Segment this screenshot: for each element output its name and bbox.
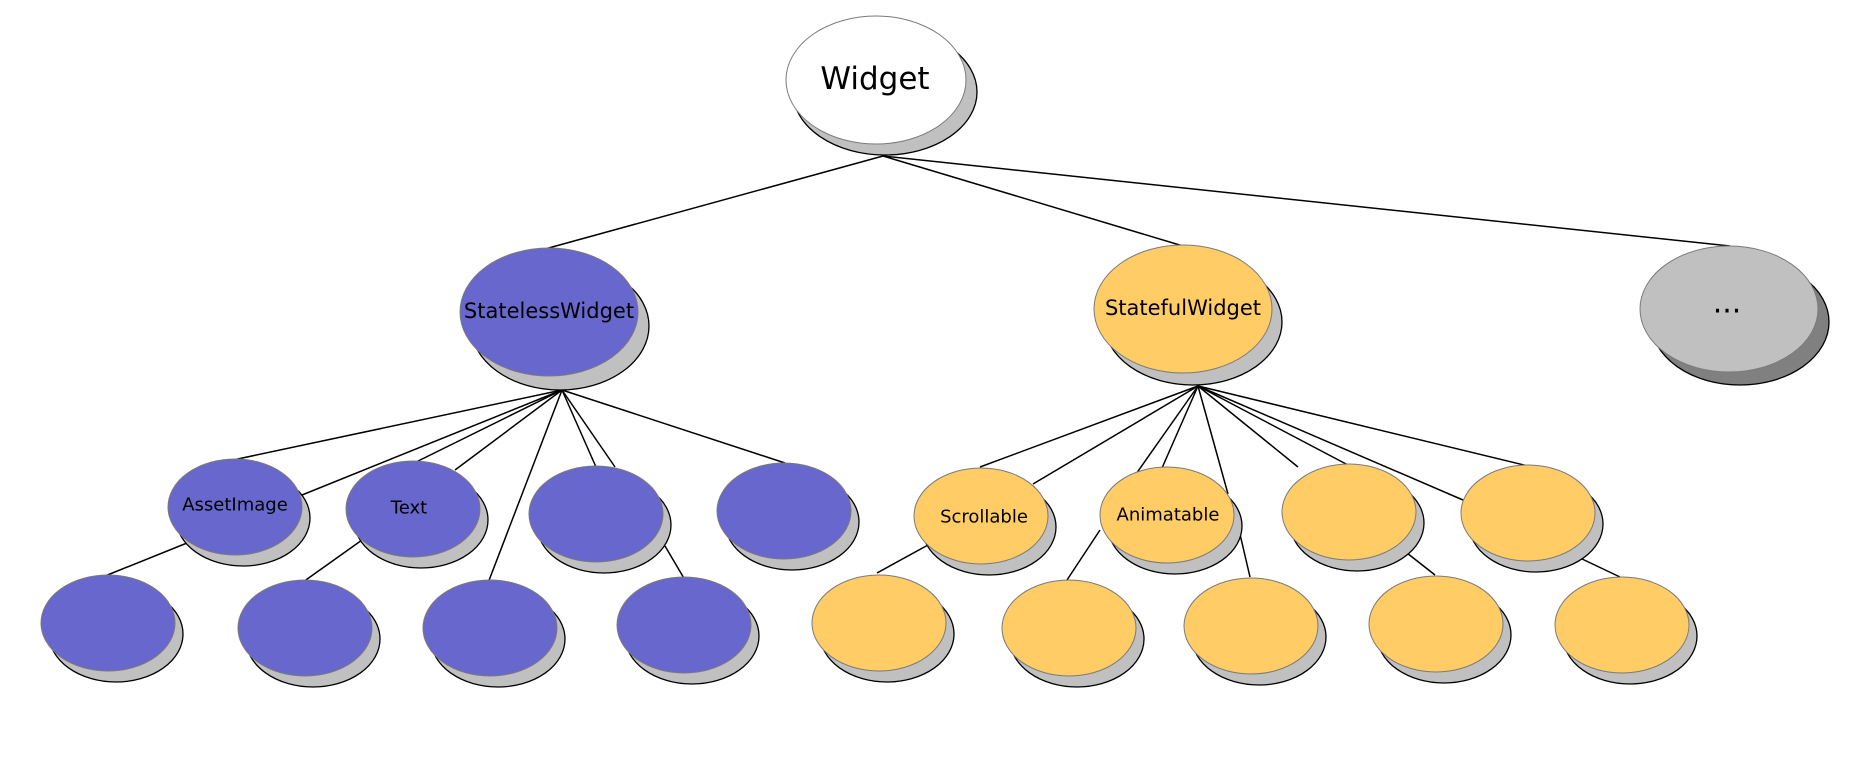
edge-stateful-orange-l4	[1197, 385, 1464, 501]
edges	[104, 155, 1731, 584]
edge-widget-stateful	[882, 155, 1184, 247]
node-stateful-grandchild-1	[811, 574, 955, 683]
node-stateless-grandchild-3-face	[422, 579, 558, 677]
edge-stateful-orange-l3-2	[1197, 385, 1349, 466]
node-stateful-widget-face	[1093, 244, 1273, 374]
node-scrollable: Scrollable	[913, 467, 1057, 576]
edge-stateless-blue-l4	[561, 389, 786, 464]
edge-scrollable-orange-bottom-1	[876, 544, 929, 574]
node-asset-image-face	[167, 458, 303, 556]
node-stateless-grandchild-1	[40, 574, 184, 683]
node-stateful-grandchild-3-face	[1183, 577, 1319, 675]
node-stateless-widget-label: StatelessWidget	[464, 299, 634, 323]
node-text: Text	[345, 460, 489, 569]
edge-stateless-blue-l2	[454, 389, 563, 471]
node-asset-image: AssetImage	[167, 458, 311, 567]
edge-stateless-blue-l3b	[561, 389, 616, 468]
node-stateful-grandchild-2-face	[1001, 579, 1137, 677]
node-animatable-label: Animatable	[1117, 505, 1220, 526]
edge-orange-l4-orange-bottom-5	[1579, 557, 1621, 578]
node-stateless-widget: StatelessWidget	[459, 247, 650, 391]
edge-stateless-blue-l3a	[561, 389, 597, 468]
node-stateful-child-4	[1460, 464, 1604, 573]
node-text-label: Text	[390, 498, 427, 519]
node-stateless-grandchild-2-face	[237, 579, 373, 677]
edge-stateful-animatable-3	[1197, 385, 1229, 495]
node-asset-image-label: AssetImage	[182, 495, 288, 516]
node-stateless-widget-face	[459, 247, 639, 377]
node-scrollable-label: Scrollable	[940, 507, 1028, 528]
node-stateful-child-4-face	[1460, 464, 1596, 562]
edge-widget-more	[882, 155, 1731, 247]
node-stateless-child-4-face	[716, 462, 852, 560]
node-stateful-grandchild-3	[1183, 577, 1327, 686]
edge-stateless-blue-bottom-3	[487, 389, 563, 584]
node-stateless-grandchild-2	[237, 579, 381, 688]
node-stateless-grandchild-4	[616, 576, 760, 685]
edge-blue-l3-blue-bottom-4	[664, 545, 686, 581]
node-stateful-widget-label: StatefulWidget	[1105, 296, 1261, 320]
edge-widget-stateless	[544, 155, 884, 250]
node-stateless-child-3	[528, 465, 672, 574]
node-stateless-grandchild-1-face	[40, 574, 176, 672]
edge-animatable-orange-bottom-3	[1238, 529, 1251, 578]
edge-stateful-animatable-2	[1161, 385, 1199, 469]
node-stateful-child-3-face	[1281, 463, 1417, 561]
edge-stateless-blue-l1	[301, 389, 563, 496]
node-more: ...	[1639, 245, 1830, 386]
edge-assetimage-blue-bottom-1	[104, 542, 188, 577]
node-stateful-widget: StatefulWidget	[1093, 244, 1283, 386]
node-stateful-grandchild-5-face	[1554, 576, 1690, 674]
node-widget-label: Widget	[820, 61, 929, 97]
node-text-face	[345, 460, 481, 558]
edge-stateful-animatable	[1135, 385, 1199, 475]
node-stateful-child-3	[1281, 463, 1425, 572]
node-stateless-child-3-face	[528, 465, 664, 563]
node-stateful-grandchild-4-face	[1368, 575, 1504, 673]
node-animatable: Animatable	[1099, 466, 1243, 575]
node-stateful-grandchild-2	[1001, 579, 1145, 688]
node-scrollable-face	[913, 467, 1049, 565]
edge-text-blue-bottom-2	[302, 539, 363, 583]
edge-stateful-scrollable	[979, 385, 1199, 468]
node-stateless-child-4	[716, 462, 860, 571]
edge-stateful-orange-l4-2	[1197, 385, 1529, 467]
node-more-label: ...	[1713, 286, 1742, 321]
node-stateless-grandchild-4-face	[616, 576, 752, 674]
node-widget-face	[785, 15, 967, 145]
node-animatable-face	[1099, 466, 1235, 564]
edge-stateless-assetimage	[232, 389, 563, 461]
node-stateful-grandchild-5	[1554, 576, 1698, 685]
node-stateful-grandchild-4	[1368, 575, 1512, 684]
edge-animatable-orange-bottom-2	[1066, 529, 1101, 581]
node-stateless-grandchild-3	[422, 579, 566, 688]
edge-stateful-orange-l3	[1197, 385, 1299, 468]
edge-stateless-text	[409, 389, 563, 466]
edge-orange-l3-orange-bottom-4	[1406, 552, 1436, 576]
node-stateful-grandchild-1-face	[811, 574, 947, 672]
node-widget: Widget	[785, 15, 978, 156]
edge-stateful-scrollable-2	[1032, 385, 1199, 485]
node-more-face	[1639, 245, 1819, 373]
